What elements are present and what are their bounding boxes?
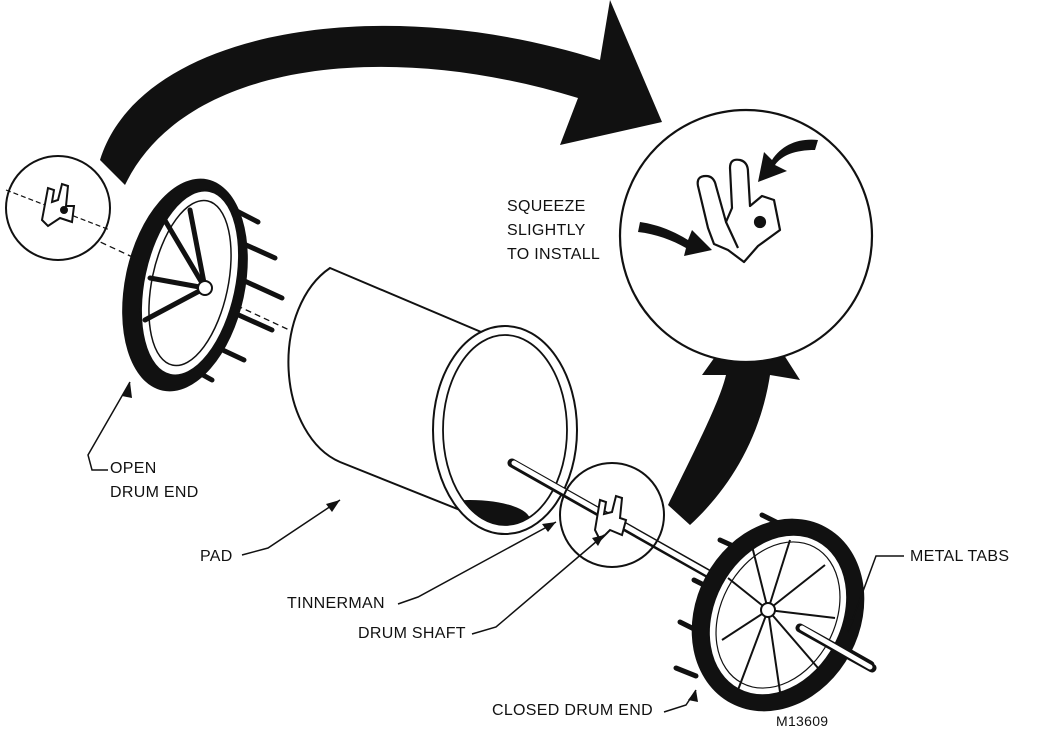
- tinnerman-detail-shaft: [559, 462, 665, 568]
- leader-open-drum-end: [87, 381, 131, 471]
- leader-metal-tabs: [847, 555, 904, 633]
- label-metal-tabs: METAL TABS: [910, 548, 1010, 565]
- tinnerman-clip-enlarged-icon: [696, 158, 782, 264]
- leader-drum-shaft: [471, 534, 605, 635]
- leader-closed-drum-end: [663, 689, 697, 713]
- label-open-drum-end-line2: DRUM END: [110, 484, 199, 501]
- squeeze-arrow-top: [758, 139, 818, 182]
- label-drum-shaft: DRUM SHAFT: [358, 625, 466, 642]
- closed-drum-end: [673, 512, 865, 712]
- label-tinnerman: TINNERMAN: [287, 595, 385, 612]
- open-drum-end-spokes: [142, 207, 208, 323]
- squeeze-arrow-left: [638, 222, 712, 256]
- label-pad: PAD: [200, 548, 233, 565]
- pad-cylinder: [287, 266, 578, 535]
- label-squeeze-line2: SLIGHTLY: [507, 222, 586, 239]
- leader-pad: [241, 499, 341, 556]
- tinnerman-on-shaft-icon: [593, 494, 628, 542]
- leader-arrowheads: [122, 382, 854, 702]
- curved-arrow-top: [100, 0, 662, 185]
- leader-tinnerman: [397, 521, 557, 605]
- label-open-drum-end-line1: OPEN: [110, 460, 157, 477]
- figure-id: M13609: [776, 713, 829, 729]
- tinnerman-clip-icon: [40, 182, 76, 228]
- label-closed-drum-end: CLOSED DRUM END: [492, 702, 653, 719]
- label-squeeze-line1: SQUEEZE: [507, 198, 586, 215]
- label-squeeze-line3: TO INSTALL: [507, 246, 601, 263]
- open-drum-end: [122, 178, 285, 392]
- closed-drum-end-spokes: [721, 539, 836, 693]
